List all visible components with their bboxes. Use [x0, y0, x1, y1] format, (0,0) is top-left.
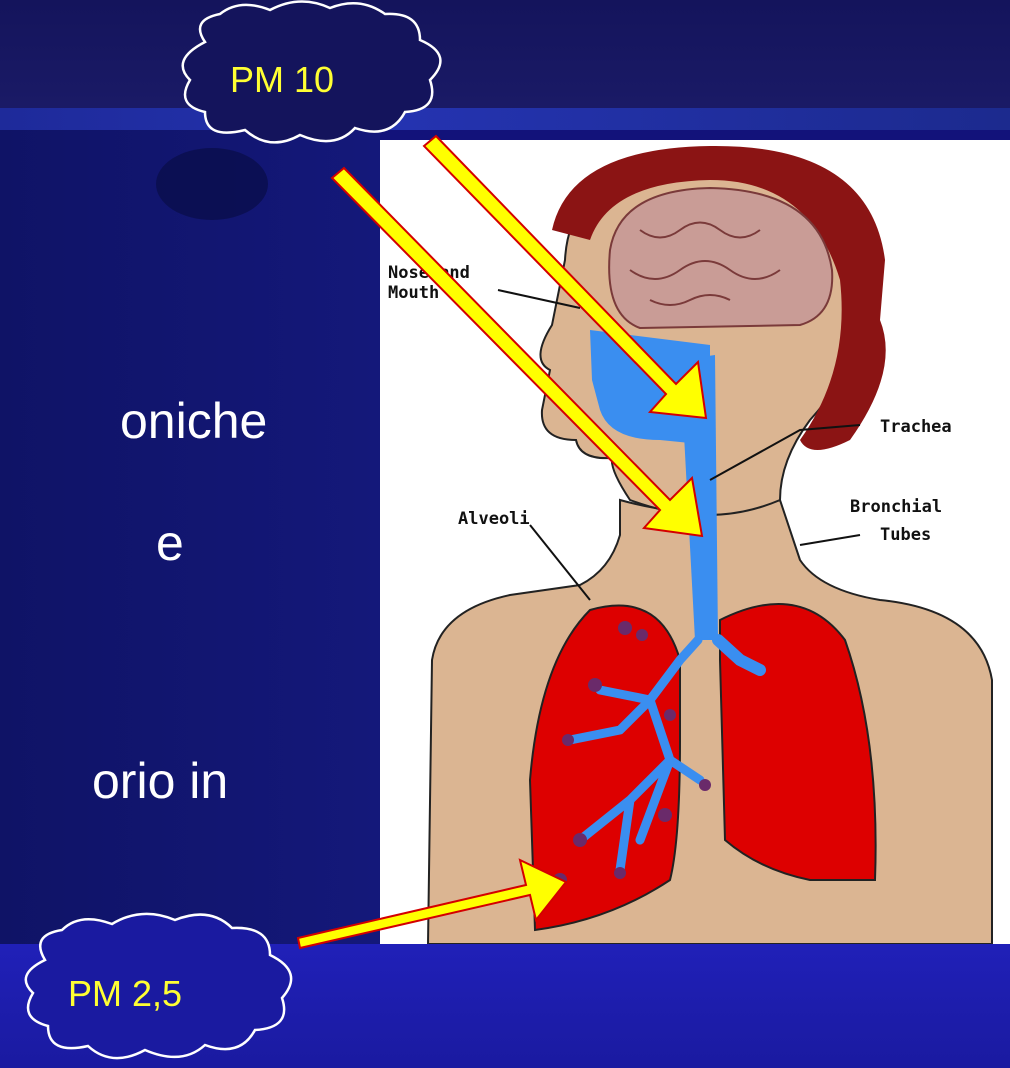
- arrow-pm25: [298, 860, 566, 948]
- cloud-pm25: PM 2,5: [26, 914, 291, 1058]
- cloud-pm25-label: PM 2,5: [68, 973, 182, 1014]
- arrow-pm10-upper: [424, 136, 706, 418]
- cloud-pm10: PM 10: [183, 1, 441, 142]
- cloud-pm10-label: PM 10: [230, 59, 334, 100]
